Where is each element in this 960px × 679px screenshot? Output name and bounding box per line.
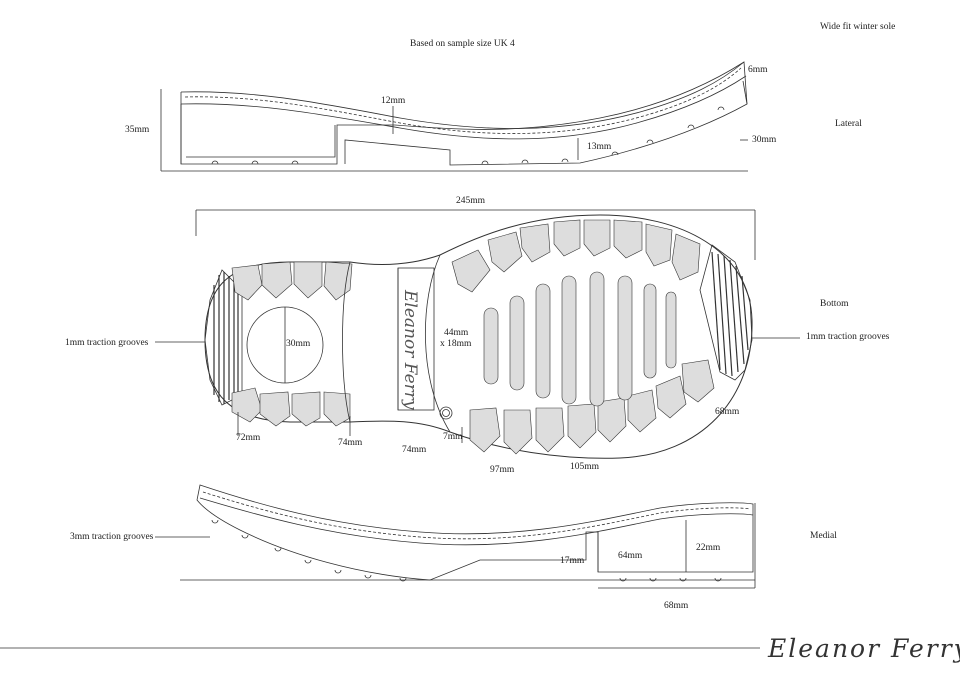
dim-shank: 17mm [560, 556, 585, 566]
callout-left-grooves: 1mm traction grooves [65, 338, 149, 348]
lateral-view [160, 61, 748, 172]
dim-outer: 68mm [664, 601, 689, 611]
sole-logo-text: Eleanor Ferry [400, 290, 420, 410]
dim-logo-size-2: x 18mm [440, 339, 472, 349]
dim-heel-height: 35mm [125, 125, 150, 135]
dim-logo-size-1: 44mm [444, 328, 469, 338]
medial-view [155, 484, 756, 589]
dim-toe-thickness: 6mm [748, 65, 768, 75]
dim-waist-2: 74mm [402, 445, 427, 455]
dim-waist-1: 74mm [338, 438, 363, 448]
bottom-view [155, 209, 800, 459]
dim-small-circle: 7mm [443, 432, 463, 442]
callout-medial-grooves: 3mm traction grooves [70, 532, 154, 542]
sheet-subtitle: Based on sample size UK 4 [410, 39, 515, 49]
sheet-title: Wide fit winter sole [820, 22, 896, 32]
dim-length: 245mm [456, 196, 486, 206]
dim-thickness: 12mm [381, 96, 406, 106]
dim-forepart: 13mm [587, 142, 612, 152]
medial-label: Medial [810, 531, 837, 541]
callout-right-grooves: 1mm traction grooves [806, 332, 890, 342]
dim-heel-width: 72mm [236, 433, 261, 443]
dim-toe-height: 30mm [752, 135, 777, 145]
dim-fore-1: 97mm [490, 465, 515, 475]
bottom-label: Bottom [820, 299, 849, 309]
dim-toe-h: 22mm [696, 543, 721, 553]
dim-heel-circle: 30mm [286, 339, 311, 349]
dim-inner: 64mm [618, 551, 643, 561]
designer-signature: Eleanor Ferry [768, 634, 960, 663]
dim-fore-2: 105mm [570, 462, 600, 472]
lateral-label: Lateral [835, 119, 862, 129]
dim-toe: 68mm [715, 407, 740, 417]
